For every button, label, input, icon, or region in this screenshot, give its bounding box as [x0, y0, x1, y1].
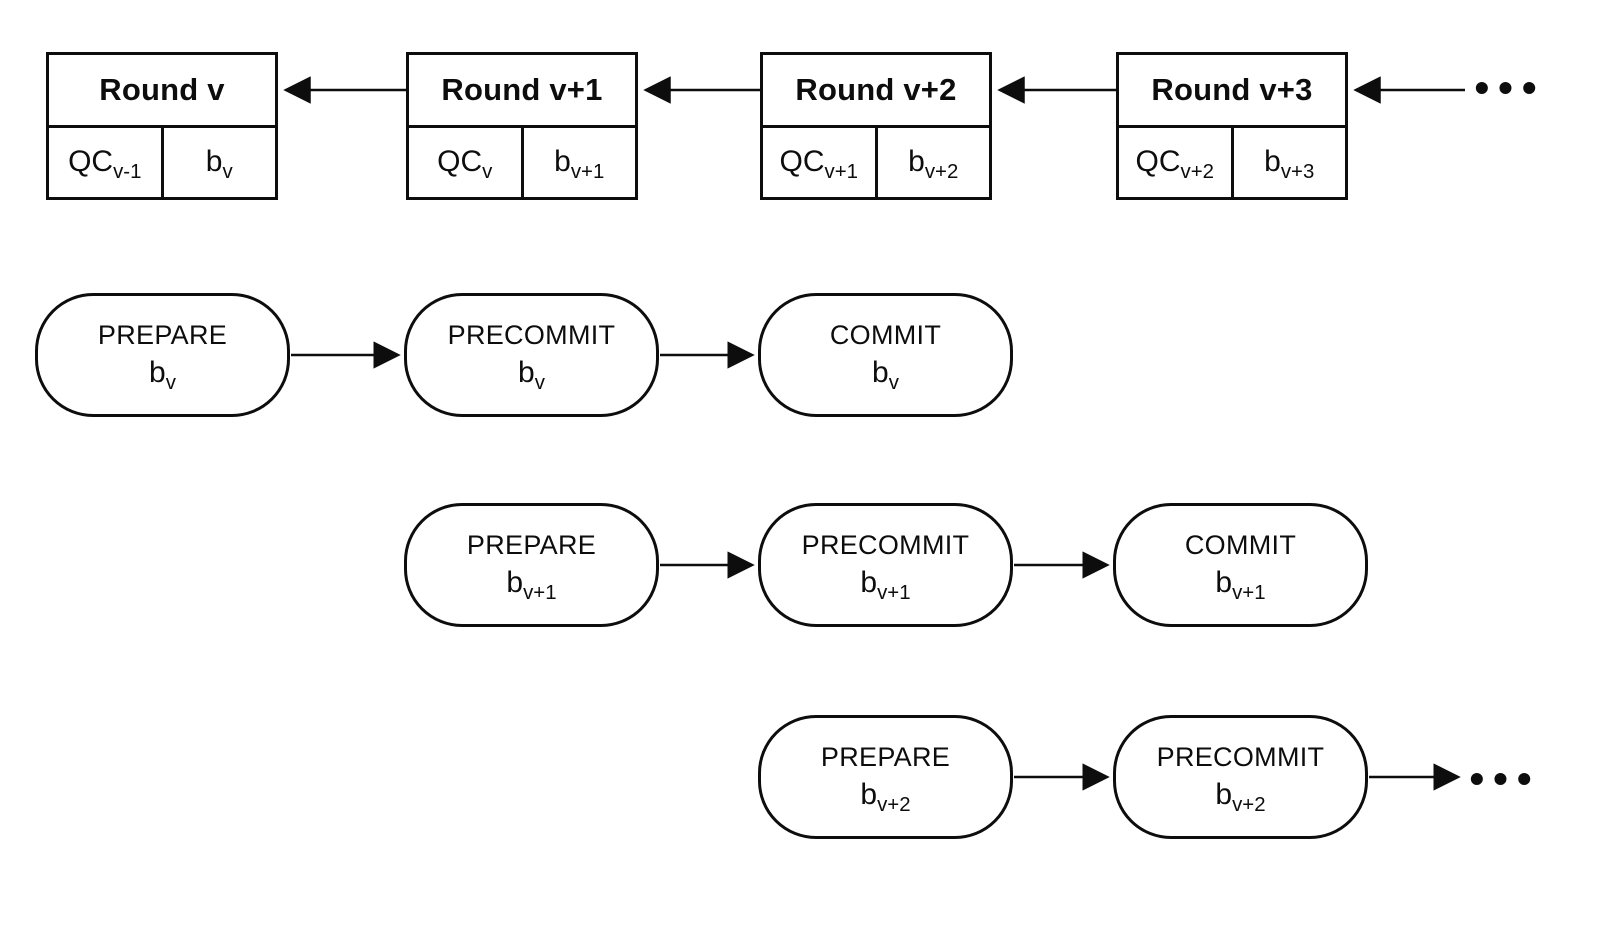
round-box-v3: Round v+3 QCv+2 bv+3 — [1116, 52, 1348, 200]
round-cells: QCv-1 bv — [49, 124, 276, 198]
qc-sub: v-1 — [113, 161, 142, 184]
phase-label: COMMIT — [1184, 530, 1297, 560]
round-cells: QCv bv+1 — [409, 124, 636, 198]
block-id: bv+2 — [860, 778, 910, 815]
block-cell: bv+1 — [524, 128, 636, 198]
block-base: b — [149, 356, 166, 389]
round-box-v2: Round v+2 QCv+1 bv+2 — [760, 52, 992, 200]
block-sub: v — [888, 372, 899, 394]
ellipsis-bottom: ••• — [1469, 755, 1541, 802]
block-id: bv — [149, 356, 176, 393]
pill-commit-b-v: COMMIT bv — [758, 293, 1013, 417]
block-base: b — [205, 145, 223, 179]
block-sub: v+2 — [1232, 794, 1266, 816]
qc-base: QC — [779, 145, 825, 179]
block-base: b — [554, 145, 571, 179]
qc-base: QC — [1135, 145, 1181, 179]
block-cell: bv+3 — [1234, 128, 1346, 198]
round-title: Round v+1 — [441, 71, 603, 107]
block-sub: v+1 — [570, 161, 605, 184]
phase-label: PRECOMMIT — [801, 530, 970, 560]
block-sub: v+1 — [1232, 582, 1266, 604]
block-id: bv+2 — [1215, 778, 1265, 815]
block-sub: v+3 — [1280, 161, 1315, 184]
block-sub: v — [222, 161, 233, 184]
block-sub: v+2 — [877, 794, 911, 816]
phase-label: PRECOMMIT — [447, 320, 616, 350]
block-sub: v+2 — [924, 161, 959, 184]
qc-cell: QCv+1 — [763, 127, 878, 197]
pill-commit-b-v1: COMMIT bv+1 — [1113, 503, 1368, 627]
pill-precommit-b-v1: PRECOMMIT bv+1 — [758, 503, 1013, 627]
pill-prepare-b-v: PREPARE bv — [35, 293, 290, 417]
block-base: b — [1215, 778, 1233, 811]
block-base: b — [872, 356, 889, 389]
block-base: b — [860, 778, 878, 811]
block-base: b — [908, 145, 925, 179]
pill-prepare-b-v2: PREPARE bv+2 — [758, 715, 1013, 839]
round-box-v: Round v QCv-1 bv — [46, 52, 278, 200]
block-sub: v — [165, 372, 176, 394]
qc-base: QC — [437, 145, 483, 179]
pill-precommit-b-v2: PRECOMMIT bv+2 — [1113, 715, 1368, 839]
qc-sub: v+1 — [824, 161, 858, 184]
pill-precommit-b-v: PRECOMMIT bv — [404, 293, 659, 417]
phase-label: PREPARE — [466, 530, 597, 560]
block-sub: v+1 — [877, 582, 911, 604]
round-title: Round v — [99, 71, 225, 107]
block-base: b — [860, 566, 878, 599]
block-id: bv+1 — [860, 566, 910, 603]
ellipsis-top: ••• — [1474, 64, 1546, 111]
block-id: bv+1 — [1215, 566, 1265, 603]
pill-prepare-b-v1: PREPARE bv+1 — [404, 503, 659, 627]
block-cell: bv+2 — [878, 128, 990, 198]
block-base: b — [518, 356, 535, 389]
qc-cell: QCv — [409, 127, 524, 197]
block-cell: bv — [164, 128, 276, 198]
qc-sub: v — [482, 161, 493, 184]
qc-cell: QCv-1 — [49, 127, 164, 197]
round-title: Round v+3 — [1151, 71, 1313, 107]
phase-label: PREPARE — [820, 742, 951, 772]
block-base: b — [506, 566, 524, 599]
qc-cell: QCv+2 — [1119, 127, 1234, 197]
round-box-v1: Round v+1 QCv bv+1 — [406, 52, 638, 200]
block-base: b — [1215, 566, 1233, 599]
block-id: bv — [518, 356, 545, 393]
block-id: bv+1 — [506, 566, 556, 603]
block-sub: v+1 — [523, 582, 557, 604]
qc-base: QC — [68, 145, 114, 179]
round-cells: QCv+2 bv+3 — [1119, 124, 1346, 198]
block-sub: v — [534, 372, 545, 394]
phase-label: PREPARE — [97, 320, 228, 350]
round-title: Round v+2 — [795, 71, 957, 107]
round-cells: QCv+1 bv+2 — [763, 124, 990, 198]
block-id: bv — [872, 356, 899, 393]
block-base: b — [1264, 145, 1281, 179]
phase-label: COMMIT — [829, 320, 942, 350]
phase-label: PRECOMMIT — [1156, 742, 1325, 772]
qc-sub: v+2 — [1180, 161, 1214, 184]
